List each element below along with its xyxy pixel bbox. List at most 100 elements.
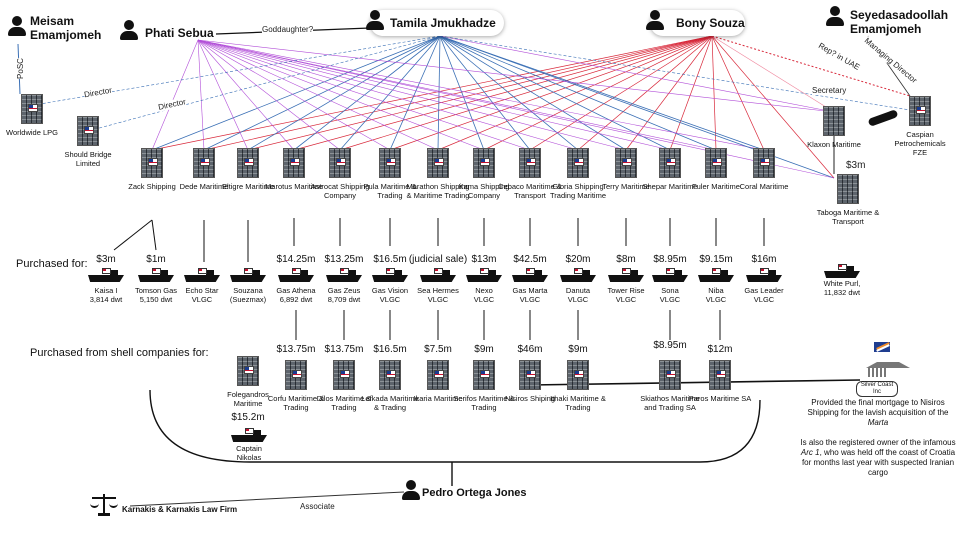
vessel-name: Danuta [565, 286, 591, 295]
vessel-name: Gas Zeus [327, 286, 361, 295]
shell-purchase-price: $13.75m [324, 344, 364, 355]
company-node: Terry Maritime [594, 148, 658, 191]
company-label: Paros Maritime SA [688, 394, 752, 403]
company-label: Zack Shipping [128, 182, 176, 191]
building-icon [21, 94, 43, 124]
edge-label-taboga-price: $3m [846, 160, 866, 171]
building-icon [837, 174, 859, 204]
ship-icon [652, 268, 688, 282]
person-icon-tamila [366, 10, 384, 32]
tamila-line [439, 35, 765, 151]
phati-line [197, 39, 531, 151]
ship-icon [138, 268, 174, 282]
tamila-line [439, 35, 671, 151]
building-icon [473, 360, 495, 390]
building-icon [709, 360, 731, 390]
company-label: Klaxon Maritime [807, 140, 861, 149]
company-node: Astrocat Shipping Company [308, 148, 372, 200]
building-icon [427, 148, 449, 178]
flag-icon [760, 158, 770, 166]
flag-icon [574, 370, 584, 378]
person-pill-bony [650, 10, 745, 36]
director-line [91, 35, 441, 131]
building-icon [379, 360, 401, 390]
building-icon [333, 360, 355, 390]
company-node: Eltigre Maritime [216, 148, 280, 191]
purchase-price: $1m [146, 254, 166, 265]
building-icon [237, 356, 259, 386]
company-label: Dilos Maritime & Trading [316, 394, 372, 412]
shell-company-node: Nisiros Shiping [498, 360, 562, 403]
shell-company-node: Serifos Maritime & Trading [452, 360, 516, 412]
vessel-sub: VLGC [427, 295, 449, 304]
purchase-price: $16.5m [373, 254, 407, 265]
building-icon [427, 360, 449, 390]
bony-line [203, 35, 713, 151]
building-icon [77, 116, 99, 146]
person-name-meisam-line2: Emamjomeh [30, 28, 102, 42]
edge-label-managing-director: Managing Director [862, 36, 919, 85]
phati-line [197, 39, 627, 151]
company-label: Eltigre Maritime [221, 182, 275, 191]
ship-icon [231, 428, 267, 442]
company-label: Taboga Maritime & Transport [816, 208, 880, 226]
vessel-sub: VLGC [191, 295, 213, 304]
ship-icon [746, 268, 782, 282]
tamila-line [439, 35, 627, 151]
ship-icon [698, 268, 734, 282]
bony-line [247, 35, 713, 151]
bony-line [711, 35, 717, 151]
flag-icon [434, 158, 444, 166]
vessel-name: Gas Marta [512, 286, 548, 295]
shell-company-node: Lefkada Maritime & Trading [358, 360, 422, 412]
company-label: Serifos Maritime & Trading [453, 394, 515, 412]
shell-company-node: Corfu Maritime & Trading [264, 360, 328, 412]
phati-line [197, 39, 765, 151]
building-icon [141, 148, 163, 178]
marshall-islands-flag-icon [874, 342, 890, 352]
flag-icon [622, 158, 632, 166]
vessel-sub: VLGC [519, 295, 541, 304]
tamila-line [439, 35, 485, 151]
phati-line [197, 39, 205, 151]
bony-line [529, 35, 713, 151]
purchase-price: $42.5m [513, 254, 547, 265]
bony-line [711, 35, 765, 151]
building-icon [237, 148, 259, 178]
purchase-price: $13m [471, 254, 497, 265]
law-firm-label: Karnakis & Karnakis Law Firm [122, 505, 238, 514]
ship-icon [560, 268, 596, 282]
vessel-name: Gas Athena [276, 286, 316, 295]
vessel-name: Gas Leader [744, 286, 784, 295]
bony-line [711, 35, 835, 113]
ship-icon [88, 268, 124, 282]
vessel-sub: 8,709 dwt [327, 295, 361, 304]
edge-label-goddaughter: Goddaughter? [262, 25, 314, 34]
building-icon [283, 148, 305, 178]
vessel-name: Gas Vision [371, 286, 409, 295]
bank-icon [866, 362, 910, 378]
shell-purchase-price: $13.75m [276, 344, 316, 355]
ship-icon [420, 268, 456, 282]
vessel-sub: VLGC [473, 295, 495, 304]
company-label: Worldwide LPG [6, 128, 58, 137]
ship-icon [326, 268, 362, 282]
building-icon [659, 360, 681, 390]
purchase-price: $14.25m [276, 254, 316, 265]
company-label: Shepar Maritime [642, 182, 698, 191]
vessel-sub: 3,814 dwt [89, 295, 123, 304]
silver-coast-label: Silver Coast Inc [856, 381, 898, 397]
bony-line [669, 35, 713, 151]
flag-icon [666, 370, 676, 378]
phati-line [197, 39, 485, 151]
flag-icon [712, 158, 722, 166]
vessel-sub: VLGC [567, 295, 589, 304]
company-label: Pula Maritime & Trading [363, 182, 417, 200]
phati-line [197, 39, 671, 151]
flag-icon [716, 370, 726, 378]
shell-purchase-price: $8.95m [653, 340, 687, 351]
tamila-line [389, 35, 441, 151]
